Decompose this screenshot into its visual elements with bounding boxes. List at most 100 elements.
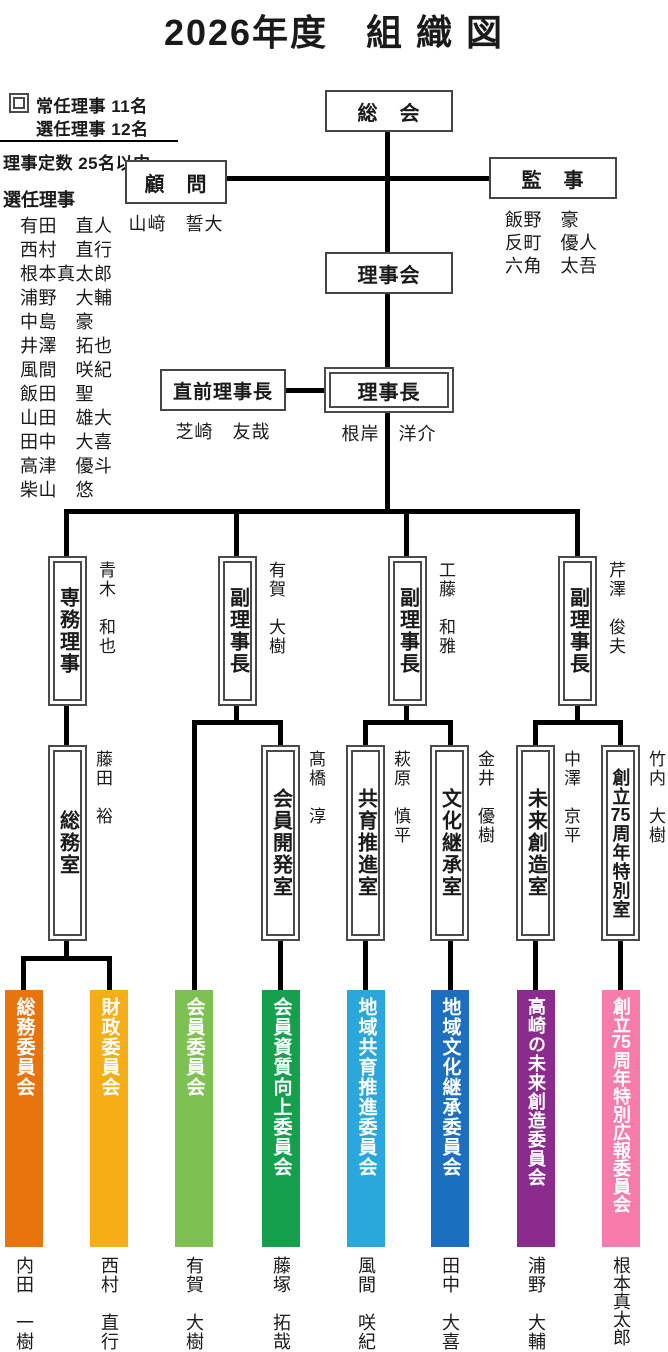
- vice-president-label: 副理事長: [226, 587, 249, 675]
- office-head-name: 中澤 京平: [561, 750, 580, 845]
- elected-director: 柴山 悠: [20, 480, 94, 500]
- elected-director: 井澤 拓也: [20, 336, 113, 356]
- office-label: 共育推進室: [354, 788, 377, 898]
- committee-chair-name: 内田 一樹: [14, 1256, 34, 1351]
- committee-chair-name: 有賀 大樹: [184, 1256, 204, 1351]
- committee-bar: 会員委員会: [175, 990, 213, 1247]
- committee-label: 高崎の未来創造委員会: [526, 997, 546, 1187]
- office-box: 文化継承室: [430, 745, 469, 941]
- office-head-name: 金井 優樹: [475, 750, 494, 845]
- elected-director: 風間 咲紀: [20, 360, 113, 380]
- committee-chair-name: 藤塚 拓哉: [271, 1256, 291, 1351]
- executive-director-name: 青木 和也: [96, 561, 115, 656]
- committee-bar: 会員資質向上委員会: [262, 990, 300, 1247]
- advisor-box: 顧 問: [125, 160, 227, 204]
- connector-line: [575, 706, 580, 723]
- committee-label: 会員資質向上委員会: [270, 997, 292, 1177]
- connector-line: [278, 720, 283, 745]
- auditor-name: 飯野 豪: [505, 210, 579, 230]
- office-label: 文化継承室: [438, 788, 461, 898]
- connector-line: [448, 941, 453, 990]
- committee-label: 地域共育推進委員会: [355, 997, 377, 1177]
- connector-line: [64, 706, 69, 745]
- office-box: 未来創造室: [516, 745, 555, 941]
- connector-line: [618, 941, 623, 990]
- elected-director: 中島 豪: [20, 312, 94, 332]
- connector-line: [363, 720, 368, 745]
- connector-line: [385, 294, 390, 370]
- connector-line: [21, 956, 112, 961]
- vice-president-name: 有賀 大樹: [266, 561, 285, 656]
- office-label: 会員開発室: [269, 788, 292, 898]
- vice-president-name: 芹澤 俊夫: [606, 561, 625, 656]
- elected-director: 高津 優斗: [20, 456, 113, 476]
- office-head-name: 竹内 大樹: [646, 750, 665, 845]
- vice-president-label: 副理事長: [566, 587, 589, 675]
- connector-line: [404, 706, 409, 723]
- executive-director-label: 専務理事: [56, 587, 79, 675]
- office-box: 総務室: [48, 745, 87, 941]
- connector-line: [448, 720, 453, 745]
- connector-line: [363, 720, 453, 725]
- auditor-name: 六角 太吾: [505, 256, 598, 276]
- immediate-past-president-box: 直前理事長: [160, 369, 286, 411]
- connector-line: [575, 509, 580, 556]
- permanent-director-symbol-icon: [9, 93, 29, 113]
- office-box: 創立75周年特別室: [601, 745, 640, 941]
- connector-line: [234, 509, 239, 556]
- president-name: 根岸 洋介: [341, 424, 437, 444]
- page-title: 2026年度 組 織 図: [163, 12, 505, 53]
- committee-label: 総務委員会: [13, 997, 35, 1097]
- immediate-past-president-label: 直前理事長: [172, 381, 273, 403]
- connector-line: [64, 941, 69, 960]
- committee-bar: 地域文化継承委員会: [431, 990, 469, 1247]
- connector-line: [234, 706, 239, 723]
- vice-president-box: 副理事長: [558, 556, 597, 706]
- vice-president-box: 副理事長: [218, 556, 257, 706]
- committee-label: 会員委員会: [183, 997, 205, 1097]
- general-meeting-box: 総 会: [325, 90, 453, 132]
- committee-label: 財政委員会: [98, 997, 120, 1097]
- board-label: 理事会: [357, 264, 421, 287]
- executive-director-box: 専務理事: [48, 556, 87, 706]
- elected-director: 浦野 大輔: [20, 288, 113, 308]
- connector-line: [21, 956, 26, 990]
- elected-director: 山田 雄大: [20, 408, 113, 428]
- committee-bar: 財政委員会: [90, 990, 128, 1247]
- office-label: 未来創造室: [524, 788, 547, 898]
- connector-line: [278, 941, 283, 990]
- president-box: 理事長: [324, 367, 454, 413]
- board-box: 理事会: [325, 252, 453, 294]
- connector-line: [385, 413, 390, 513]
- auditor-name: 反町 優人: [505, 233, 598, 253]
- committee-bar: 総務委員会: [5, 990, 43, 1247]
- committee-bar: 地域共育推進委員会: [347, 990, 385, 1247]
- vice-president-name: 工藤 和雅: [436, 561, 455, 656]
- committee-chair-name: 根本真太郎: [611, 1256, 631, 1346]
- connector-line: [404, 509, 409, 556]
- committee-label: 創立75周年特別広報委員会: [611, 997, 631, 1213]
- connector-line: [107, 956, 112, 990]
- office-head-name: 萩原 慎平: [391, 750, 410, 845]
- elected-director: 西村 直行: [20, 240, 113, 260]
- vice-president-box: 副理事長: [388, 556, 427, 706]
- vice-president-label: 副理事長: [396, 587, 419, 675]
- connector-line: [533, 720, 538, 745]
- connector-line: [533, 941, 538, 990]
- elected-director: 根本真太郎: [20, 264, 113, 284]
- connector-line: [192, 720, 197, 990]
- connector-line: [64, 509, 69, 556]
- office-head-name: 藤田 裕: [93, 750, 112, 826]
- committee-chair-name: 浦野 大輔: [526, 1256, 546, 1351]
- legend-permanent-count: 常任理事 11名: [36, 97, 148, 116]
- office-head-name: 髙橋 淳: [306, 750, 325, 826]
- connector-line: [64, 509, 579, 514]
- committee-label: 地域文化継承委員会: [439, 997, 461, 1177]
- office-label: 創立75周年特別室: [610, 767, 631, 919]
- committee-chair-name: 田中 大喜: [440, 1256, 460, 1351]
- office-label: 総務室: [56, 810, 79, 876]
- legend-divider: [0, 140, 178, 142]
- immediate-past-president-name: 芝崎 友哉: [175, 422, 271, 442]
- committee-chair-name: 風間 咲紀: [356, 1256, 376, 1351]
